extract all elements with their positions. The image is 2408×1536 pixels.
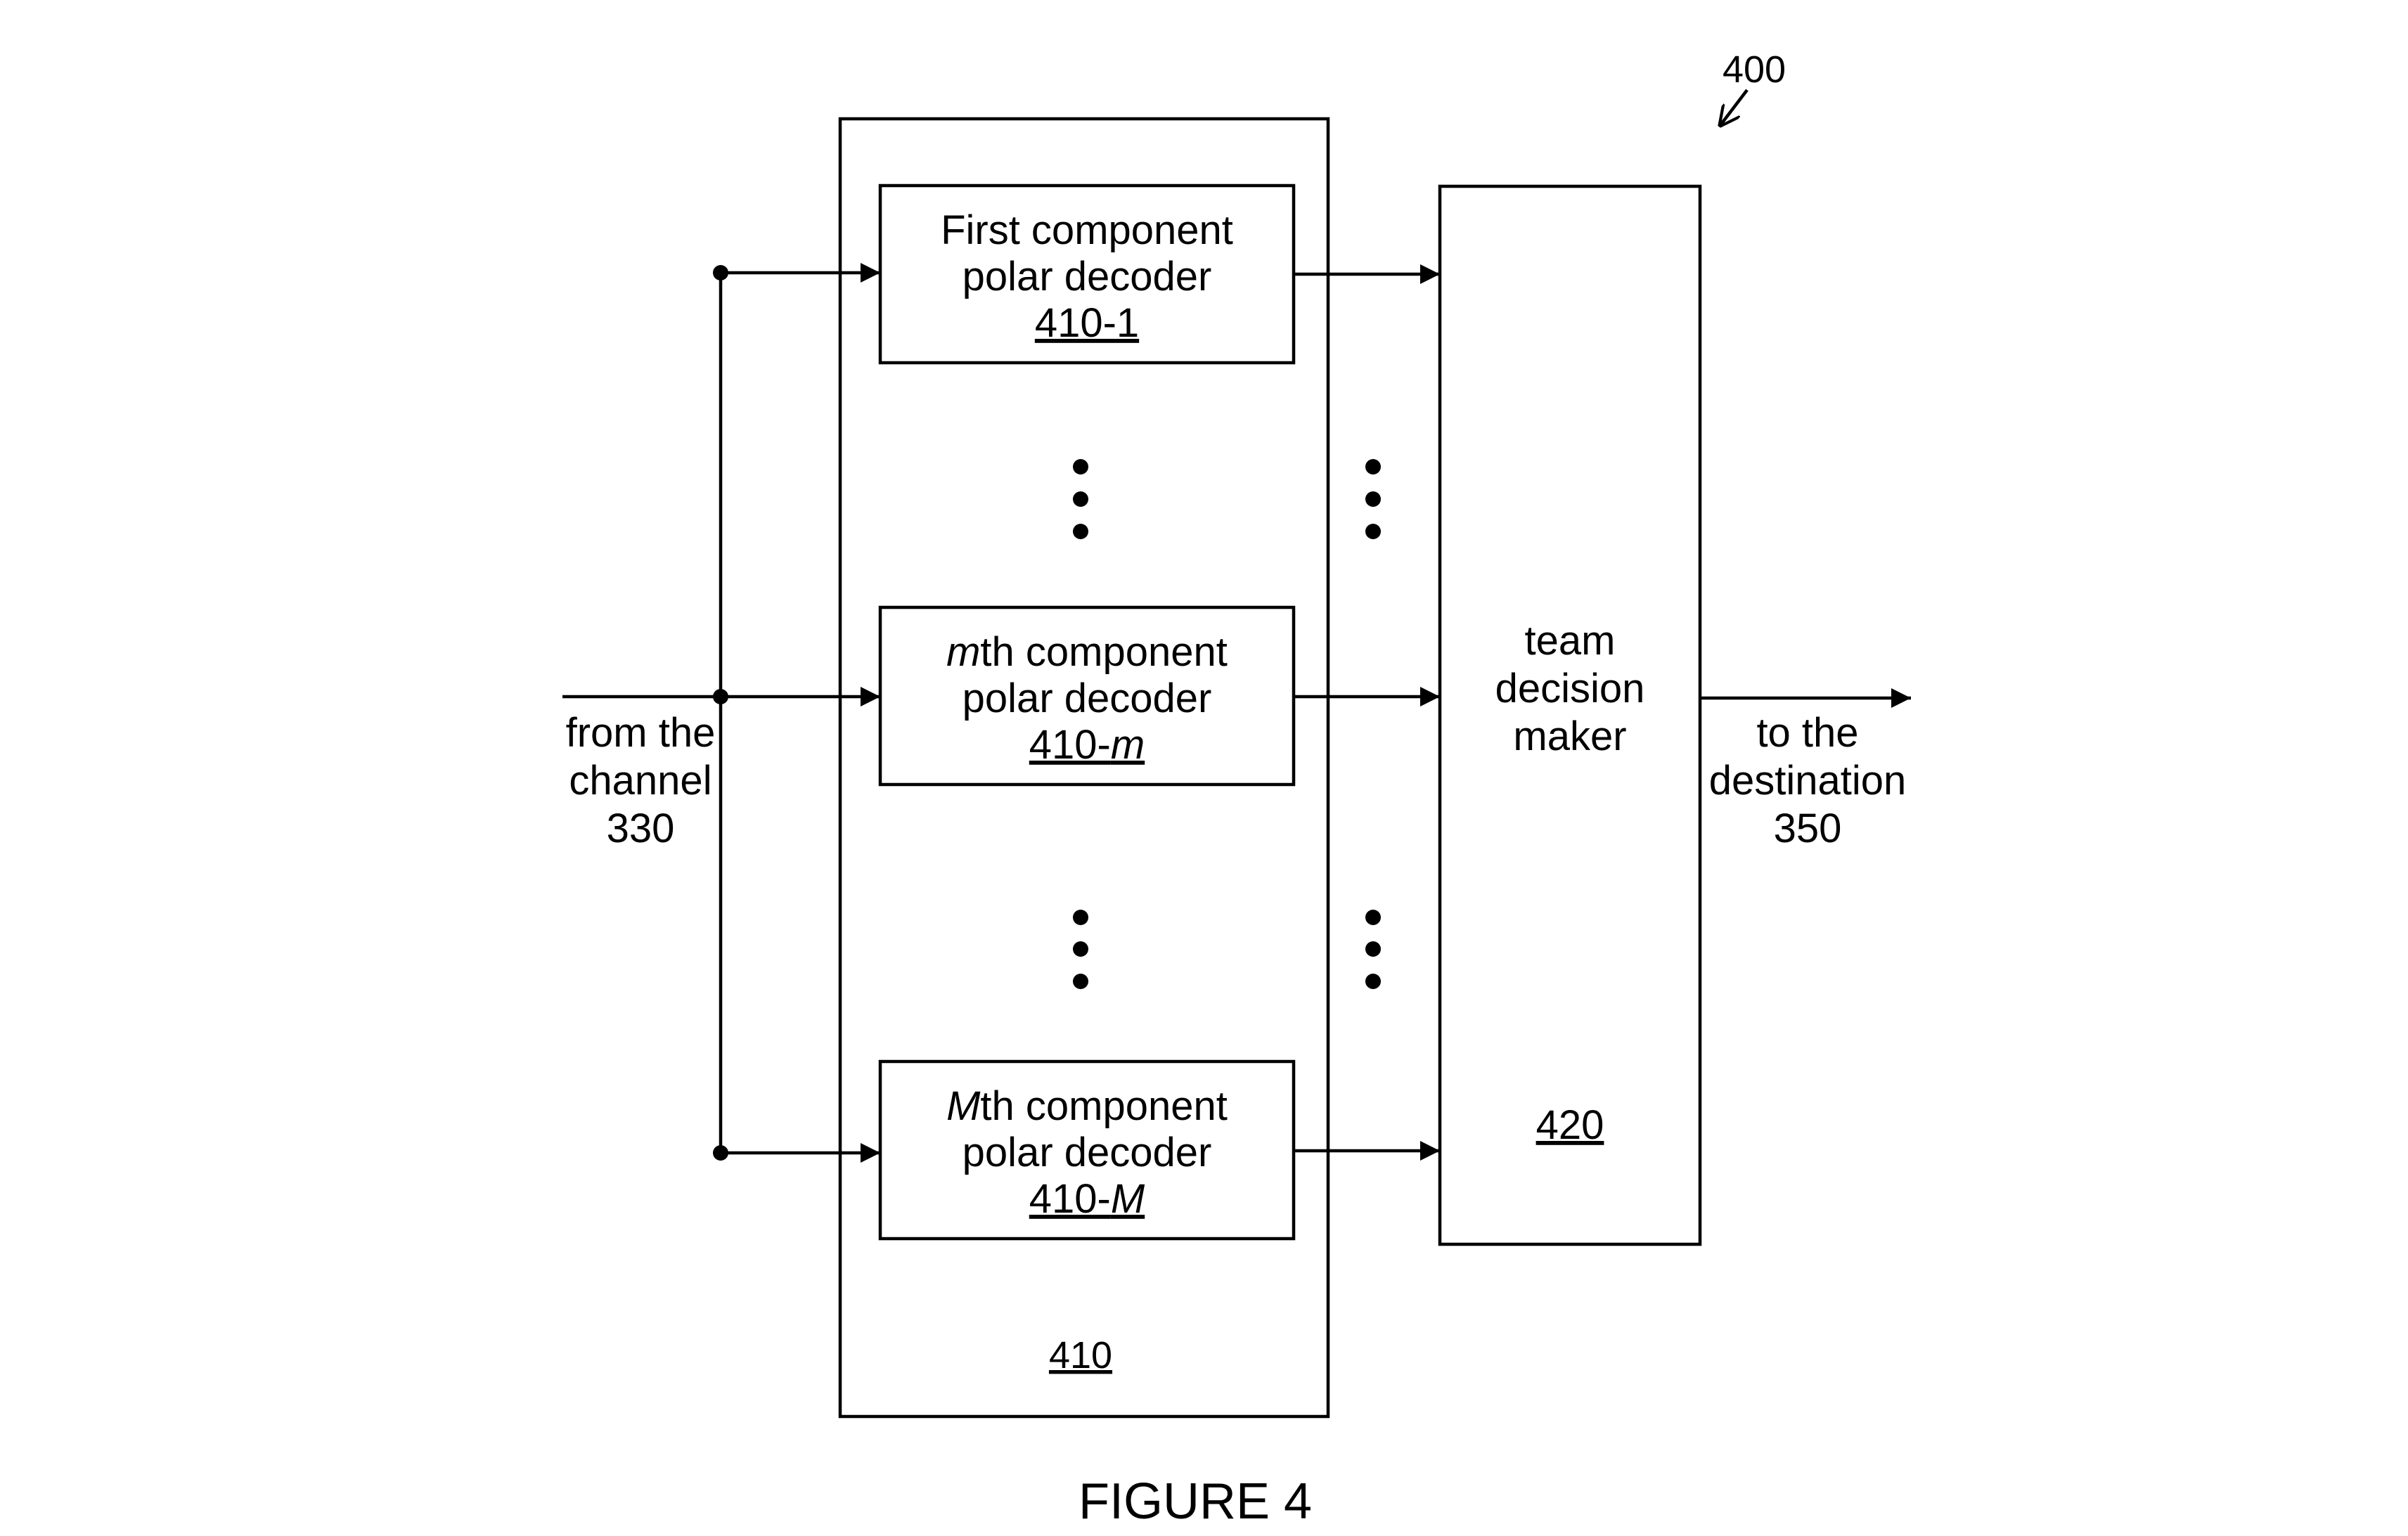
figure-reference-pointer	[1720, 89, 1749, 125]
Mth-decoder-subtitle: polar decoder	[962, 1130, 1212, 1175]
mth-decoder-subtitle: polar decoder	[962, 676, 1212, 721]
input-label-line2: channel	[569, 758, 712, 804]
mth-decoder-title: mth component	[946, 629, 1228, 675]
output-label-line1: to the	[1756, 710, 1858, 756]
connection-ellipsis-upper	[1365, 459, 1381, 539]
input-label-line1: from the	[566, 710, 716, 756]
figure-caption: FIGURE 4	[1079, 1473, 1312, 1530]
team-decision-maker-line2: decision	[1495, 666, 1645, 711]
team-decision-maker-box	[1438, 184, 1702, 1246]
connection-ellipsis-lower	[1365, 910, 1381, 989]
team-decision-maker-line3: maker	[1513, 714, 1626, 759]
first-decoder-subtitle: polar decoder	[962, 254, 1212, 299]
mth-decoder-reference: 410-m	[1029, 722, 1145, 768]
Mth-decoder-title: Mth component	[946, 1083, 1228, 1129]
first-decoder-title: First component	[941, 207, 1233, 253]
output-label-line3: 350	[1774, 806, 1842, 851]
input-label-line3: 330	[607, 806, 675, 851]
output-label-line2: destination	[1709, 758, 1907, 804]
team-decision-maker-reference: 420	[1536, 1102, 1604, 1148]
team-decision-maker-line1: team	[1525, 618, 1616, 664]
decoder-ellipsis-upper	[1073, 459, 1088, 539]
decoder-bank-reference: 410	[1049, 1334, 1112, 1376]
decoder-bank-box	[838, 117, 1330, 1419]
decoder-ellipsis-lower	[1073, 910, 1088, 989]
figure-reference: 400	[1723, 49, 1786, 91]
first-decoder-reference: 410-1	[1035, 300, 1139, 346]
Mth-decoder-reference: 410-M	[1029, 1176, 1145, 1222]
